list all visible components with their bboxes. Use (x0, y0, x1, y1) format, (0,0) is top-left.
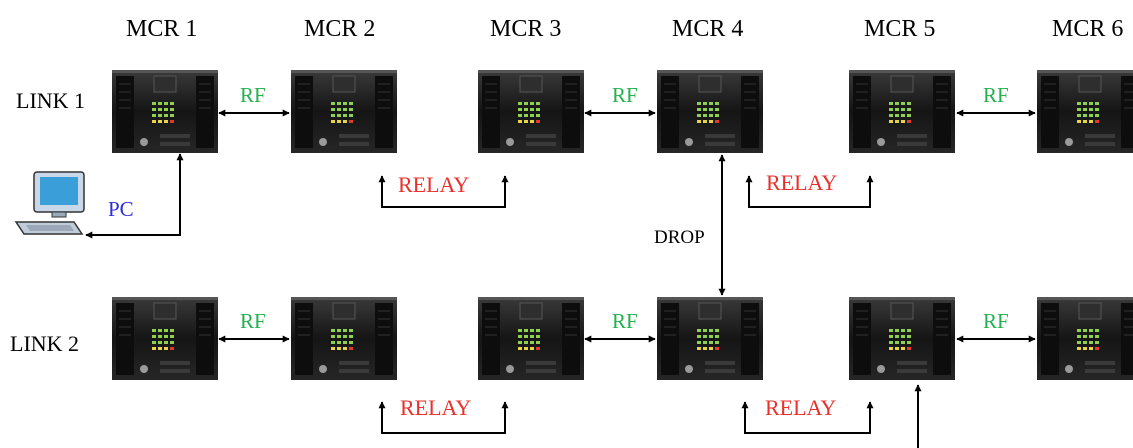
header-mcr-6: MCR 6 (1052, 16, 1123, 42)
relay-link-1-23 (378, 175, 509, 208)
rf-label-link-2-12: RF (240, 309, 266, 333)
relay-link-1-45 (745, 175, 874, 208)
relay-label-link-2-23: RELAY (400, 395, 471, 420)
mcr-6-link-2-device-icon (1036, 296, 1133, 381)
header-mcr-5: MCR 5 (864, 16, 935, 42)
mcr-1-link-2-device-icon (111, 296, 219, 381)
header-mcr-3: MCR 3 (490, 16, 561, 42)
rf-label-link-1-34: RF (612, 83, 638, 107)
relay-label-link-1-45: RELAY (766, 170, 837, 195)
header-mcr-2: MCR 2 (304, 16, 375, 42)
mcr-5-link-1-device-icon (848, 69, 956, 154)
drop-label: DROP (654, 227, 705, 248)
relay-label-link-2-45: RELAY (765, 395, 836, 420)
header-mcr-4: MCR 4 (672, 16, 743, 42)
mcr-5-link-2-device-icon (848, 296, 956, 381)
rf-label-link-1-12: RF (240, 83, 266, 107)
rf-label-link-1-56: RF (983, 83, 1009, 107)
pc-label: PC (108, 197, 134, 221)
row-label-link-2: LINK 2 (10, 331, 79, 356)
mcr-3-link-1-device-icon (477, 69, 585, 154)
relay-link-2-45 (741, 401, 874, 434)
mcr-3-link-2-device-icon (477, 296, 585, 381)
mcr-1-link-1-device-icon (111, 69, 219, 154)
desktop-computer-icon (15, 171, 85, 235)
relay-link-2-23 (378, 401, 509, 434)
relay-label-link-1-23: RELAY (398, 172, 469, 197)
mcr-6-link-1-device-icon (1036, 69, 1133, 154)
pc-connection-line (85, 153, 184, 239)
mcr-4-link-2-device-icon (656, 296, 764, 381)
header-mcr-1: MCR 1 (126, 16, 197, 42)
rf-label-link-2-56: RF (983, 309, 1009, 333)
row-label-link-1: LINK 1 (16, 88, 85, 113)
mcr-2-link-2-device-icon (290, 296, 398, 381)
rf-label-link-2-34: RF (612, 309, 638, 333)
mcr-2-link-1-device-icon (290, 69, 398, 154)
mcr-4-link-1-device-icon (656, 69, 764, 154)
